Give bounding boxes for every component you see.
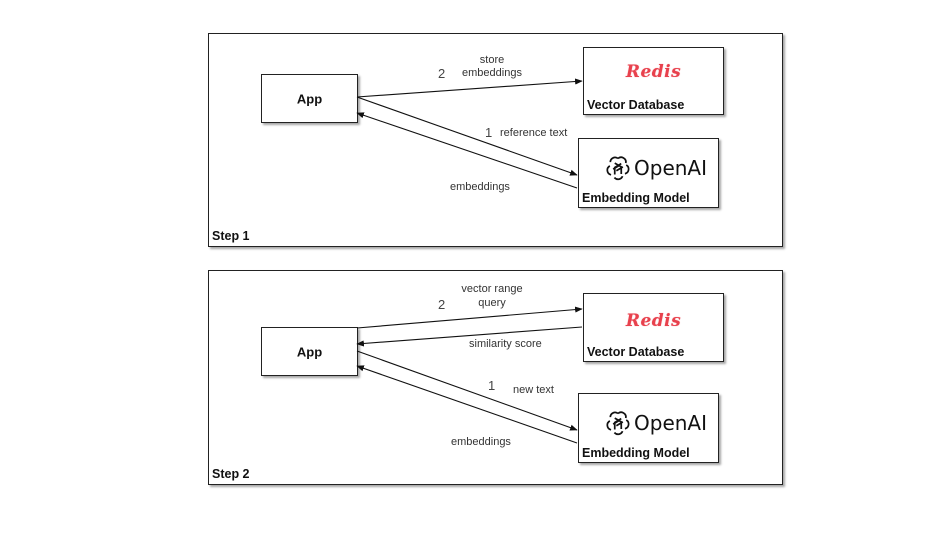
step1-vector-database-caption: Vector Database [587, 98, 685, 112]
step2-vector-database-caption: Vector Database [587, 345, 685, 359]
openai-wordmark: OpenAI [634, 411, 707, 435]
step1-reference-number: 1 [485, 125, 493, 140]
openai-wordmark: OpenAI [634, 156, 707, 180]
step2-query-label-line1: vector range [461, 283, 523, 295]
step2-label: Step 2 [212, 467, 250, 481]
openai-logo: OpenAI [605, 410, 707, 436]
step2-app-label: App [296, 344, 323, 359]
step2-query-number: 2 [438, 297, 446, 312]
step2-new-text-number: 1 [488, 378, 496, 393]
redis-logo-icon: Redis [625, 62, 682, 82]
openai-icon [606, 156, 630, 181]
openai-icon [606, 411, 630, 436]
step2-embedding-model-caption: Embedding Model [582, 446, 690, 460]
step2-embeddings-label: embeddings [451, 436, 511, 448]
step2-embedding-model-box: OpenAI Embedding Model [578, 393, 719, 463]
openai-logo: OpenAI [605, 155, 707, 181]
step1-vector-database-box: Redis Vector Database [583, 47, 724, 115]
step1-store-label-line1: store [479, 54, 505, 66]
step1-embeddings-label: embeddings [450, 181, 510, 193]
step2-new-text-label: new text [513, 384, 554, 396]
step1-embedding-model-caption: Embedding Model [582, 191, 690, 205]
step1-label: Step 1 [212, 229, 250, 243]
step1-app-label: App [296, 91, 323, 106]
step2-query-label-line2: query [478, 297, 506, 309]
step1-embedding-model-box: OpenAI Embedding Model [578, 138, 719, 208]
step1-app-box: App [261, 74, 358, 123]
step2-app-box: App [261, 327, 358, 376]
step2-similarity-score-label: similarity score [469, 338, 542, 350]
step1-store-label-line2: embeddings [462, 67, 522, 79]
redis-logo-icon: Redis [625, 311, 682, 331]
step1-reference-text-label: reference text [500, 127, 568, 139]
step1-store-number: 2 [438, 66, 446, 81]
step2-vector-database-box: Redis Vector Database [583, 293, 724, 362]
